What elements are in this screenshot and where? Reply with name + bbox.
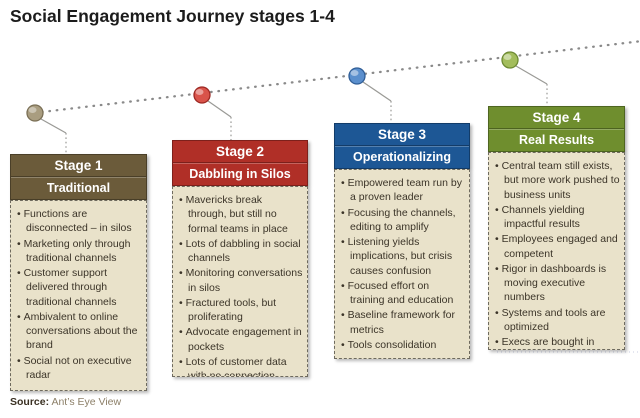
stage-3-subtitle: Operationalizing [335, 146, 469, 168]
bullet-item: Lots of customer data with no connection [179, 355, 303, 376]
trend-dotted-line [40, 40, 640, 114]
bullet-item: Fractured tools, but proliferating [179, 296, 303, 325]
bullet-item: Mavericks break through, but still no fo… [179, 193, 303, 236]
page-title: Social Engagement Journey stages 1-4 [10, 6, 335, 26]
bullet-item: Lots of dabbling in social channels [179, 237, 303, 266]
bullet-item: Monitoring conversations in silos [179, 266, 303, 295]
stage-1-milestone-dot [26, 104, 44, 122]
stage-4-body: Central team still exists, but more work… [488, 152, 625, 350]
bullet-item: Empowered team run by a proven leader [341, 176, 465, 205]
stage-4-milestone-dot [501, 51, 519, 69]
bullet-item: Channels yielding impactful results [495, 203, 620, 232]
stage-1-connector [40, 118, 67, 154]
stage-3-header: Stage 3 Operationalizing [334, 123, 470, 169]
stage-2-title: Stage 2 [173, 141, 307, 163]
stage-3-title: Stage 3 [335, 124, 469, 146]
stage-2-body: Mavericks break through, but still no fo… [172, 186, 308, 377]
stage-2-card: Stage 2 Dabbling in Silos Mavericks brea… [172, 140, 308, 377]
bullet-item: Customer support delivered through tradi… [17, 266, 142, 309]
bullet-item: Listening yields implications, but crisi… [341, 235, 465, 278]
stage-4-bullet-list: Central team still exists, but more work… [495, 159, 620, 349]
stage-3-milestone-dot [348, 67, 366, 85]
stage-3-body: Empowered team run by a proven leaderFoc… [334, 169, 470, 359]
bullet-item: Systems and tools are optimized [495, 306, 620, 335]
stage-2-bullet-list: Mavericks break through, but still no fo… [179, 193, 303, 376]
bullet-item: Employees engaged and competent [495, 232, 620, 261]
stage-3-connector [362, 81, 392, 123]
stage-1-card: Stage 1 Traditional Functions are discon… [10, 154, 147, 391]
stage-3-bullet-list: Empowered team run by a proven leaderFoc… [341, 176, 465, 352]
bullet-item: Rigor in dashboards is moving executive … [495, 262, 620, 305]
stage-4-title: Stage 4 [489, 107, 624, 129]
stage-1-bullet-list: Functions are disconnected – in silosMar… [17, 207, 142, 382]
bullet-item: Tools consolidation [341, 338, 465, 352]
stage-1-subtitle: Traditional [11, 177, 146, 199]
stage-1-header: Stage 1 Traditional [10, 154, 147, 200]
bullet-item: Central team still exists, but more work… [495, 159, 620, 202]
stage-1-body: Functions are disconnected – in silosMar… [10, 200, 147, 391]
bullet-item: Focusing the channels, editing to amplif… [341, 206, 465, 235]
stage-4-card: Stage 4 Real Results Central team still … [488, 106, 625, 350]
stage-3-card: Stage 3 Operationalizing Empowered team … [334, 123, 470, 359]
stage-2-connector [207, 100, 232, 140]
bullet-item: Marketing only through traditional chann… [17, 237, 142, 266]
bullet-item: Ambivalent to online conversations about… [17, 310, 142, 353]
stage-4-header: Stage 4 Real Results [488, 106, 625, 152]
stage-4-subtitle: Real Results [489, 129, 624, 151]
bullet-item: Execs are bought in [495, 335, 620, 349]
bullet-item: Focused effort on training and education [341, 279, 465, 308]
stage-2-header: Stage 2 Dabbling in Silos [172, 140, 308, 186]
stage-1-title: Stage 1 [11, 155, 146, 177]
source-value: Ant’s Eye View [51, 396, 122, 408]
bullet-item: Advocate engagement in pockets [179, 325, 303, 354]
stage-2-subtitle: Dabbling in Silos [173, 163, 307, 185]
bullet-item: Baseline framework for metrics [341, 308, 465, 337]
source-label: Source: [10, 396, 50, 408]
stage-4-connector [515, 65, 548, 106]
stage-2-milestone-dot [193, 86, 211, 104]
bullet-item: Social not on executive radar [17, 354, 142, 383]
source-attribution: Source: Ant’s Eye View [10, 396, 121, 408]
bullet-item: Functions are disconnected – in silos [17, 207, 142, 236]
